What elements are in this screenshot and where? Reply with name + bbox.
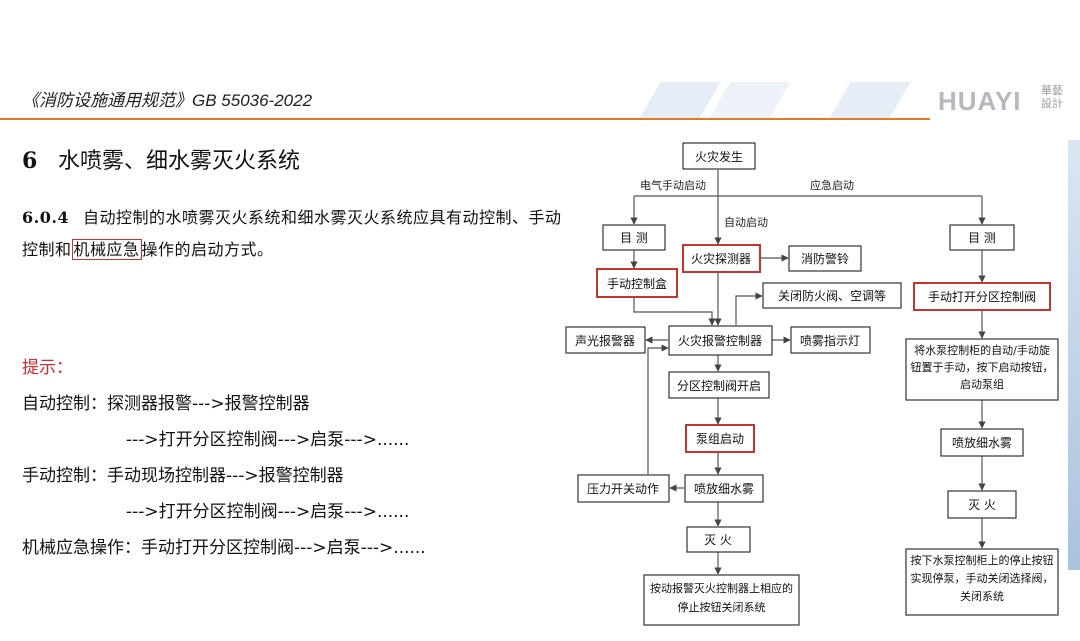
svg-text:压力开关动作: 压力开关动作 [587, 482, 659, 496]
svg-text:关闭防火阀、空调等: 关闭防火阀、空调等 [778, 288, 886, 303]
node-pressure-switch: 压力开关动作 [577, 474, 670, 503]
brand-logo: HUAYI [938, 86, 1022, 116]
svg-text:泵组启动: 泵组启动 [696, 432, 744, 446]
svg-text:手动打开分区控制阀: 手动打开分区控制阀 [928, 290, 1036, 304]
svg-text:灭 火: 灭 火 [968, 498, 996, 512]
label-emergency: 应急启动 [810, 178, 854, 192]
node-zone-valve: 分区控制阀开启 [668, 371, 770, 399]
header-divider [0, 118, 930, 120]
clause-text-post: 操作的启动方式。 [141, 240, 274, 259]
node-fire: 火灾发生 [682, 142, 756, 170]
svg-text:喷放细水雾: 喷放细水雾 [952, 435, 1012, 450]
node-stop: 按动报警灭火控制器上相应的停止按钮关闭系统 [643, 574, 800, 626]
node-controller: 火灾报警控制器 [668, 325, 773, 356]
label-auto: 自动启动 [724, 216, 768, 229]
svg-text:火灾报警控制器: 火灾报警控制器 [678, 333, 762, 348]
node-spray-lamp: 喷雾指示灯 [790, 326, 871, 354]
tips-block: 提示： 自动控制：探测器报警--->报警控制器 --->打开分区控制阀--->启… [22, 350, 426, 566]
clause-text-pre: 自动控制的水喷雾灭火系统和细水雾灭火系统应具有动控制、手动控制和 [22, 208, 562, 259]
svg-text:火灾探测器: 火灾探测器 [691, 251, 751, 266]
svg-text:目 测: 目 测 [968, 231, 996, 245]
node-sound-light: 声光报警器 [565, 326, 646, 354]
clause-number: 6.0.4 [22, 208, 70, 227]
svg-text:手动控制盒: 手动控制盒 [607, 276, 667, 291]
tips-line: 机械应急操作：手动打开分区控制阀--->启泵--->...... [22, 538, 426, 558]
clause-highlight: 机械应急 [71, 239, 142, 260]
node-pump-manual: 将水泵控制柜的自动/手动旋钮置于手动，按下启动按钮，启动泵组 [905, 338, 1059, 401]
node-detector: 火灾探测器 [682, 244, 761, 273]
node-visual-right: 目 测 [949, 224, 1015, 251]
svg-text:分区控制阀开启: 分区控制阀开启 [677, 379, 761, 393]
section-title: 水喷雾、细水雾灭火系统 [58, 149, 301, 174]
svg-text:喷雾指示灯: 喷雾指示灯 [800, 333, 860, 348]
node-extinguish-right: 灭 火 [947, 490, 1017, 519]
node-close-damper: 关闭防火阀、空调等 [762, 282, 902, 309]
node-extinguish: 灭 火 [686, 526, 751, 553]
node-alarm-bell: 消防警铃 [788, 245, 862, 272]
tips-line: 手动控制：手动现场控制器--->报警控制器 [22, 466, 344, 486]
brand-logo-sub: 華藝設計 [1041, 84, 1063, 110]
side-decor-bar [1068, 140, 1080, 570]
svg-text:灭 火: 灭 火 [704, 533, 732, 547]
node-manual-valve: 手动打开分区控制阀 [913, 282, 1051, 311]
section-number: 6 [22, 148, 38, 174]
label-electric-manual: 电气手动启动 [640, 178, 706, 192]
tips-line: 自动控制：探测器报警--->报警控制器 [22, 394, 310, 414]
section-heading: 6 水喷雾、细水雾灭火系统 [22, 143, 300, 175]
tips-line: --->打开分区控制阀--->启泵--->...... [126, 430, 410, 450]
node-mist-right: 喷放细水雾 [940, 428, 1024, 457]
tips-line: --->打开分区控制阀--->启泵--->...... [126, 502, 410, 522]
svg-text:消防警铃: 消防警铃 [801, 251, 849, 266]
node-mist: 喷放细水雾 [684, 474, 764, 503]
node-visual-left: 目 测 [602, 224, 666, 251]
doc-title: 《消防设施通用规范》GB 55036-2022 [22, 91, 313, 110]
svg-text:声光报警器: 声光报警器 [575, 333, 635, 348]
node-pump-start: 泵组启动 [685, 424, 755, 453]
tips-heading: 提示： [22, 358, 73, 378]
node-stop-right: 按下水泵控制柜上的停止按钮实现停泵，手动关闭选择阀，关闭系统 [905, 548, 1059, 616]
svg-text:火灾发生: 火灾发生 [695, 149, 743, 164]
svg-text:目 测: 目 测 [620, 231, 648, 245]
svg-text:喷放细水雾: 喷放细水雾 [694, 481, 754, 496]
node-manual-box: 手动控制盒 [596, 268, 678, 298]
